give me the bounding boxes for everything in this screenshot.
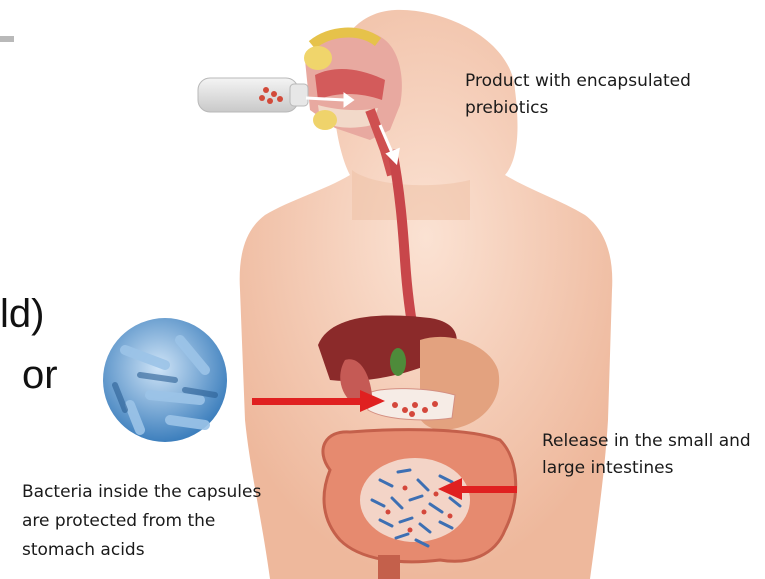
bacteria-protection-label: Bacteria inside the capsules are protect… <box>22 478 277 565</box>
slide-accent-bar <box>0 36 14 42</box>
rectum <box>378 555 400 579</box>
bacteria-magnified-image <box>103 318 227 442</box>
slide-text-fragment: or <box>22 353 58 398</box>
product-label: Product with encapsulated prebiotics <box>465 68 755 122</box>
slide-text-fragment: ld) <box>0 292 44 337</box>
release-label: Release in the small and large intestine… <box>542 428 762 482</box>
gallbladder <box>390 348 406 376</box>
product-bottle <box>198 78 308 112</box>
